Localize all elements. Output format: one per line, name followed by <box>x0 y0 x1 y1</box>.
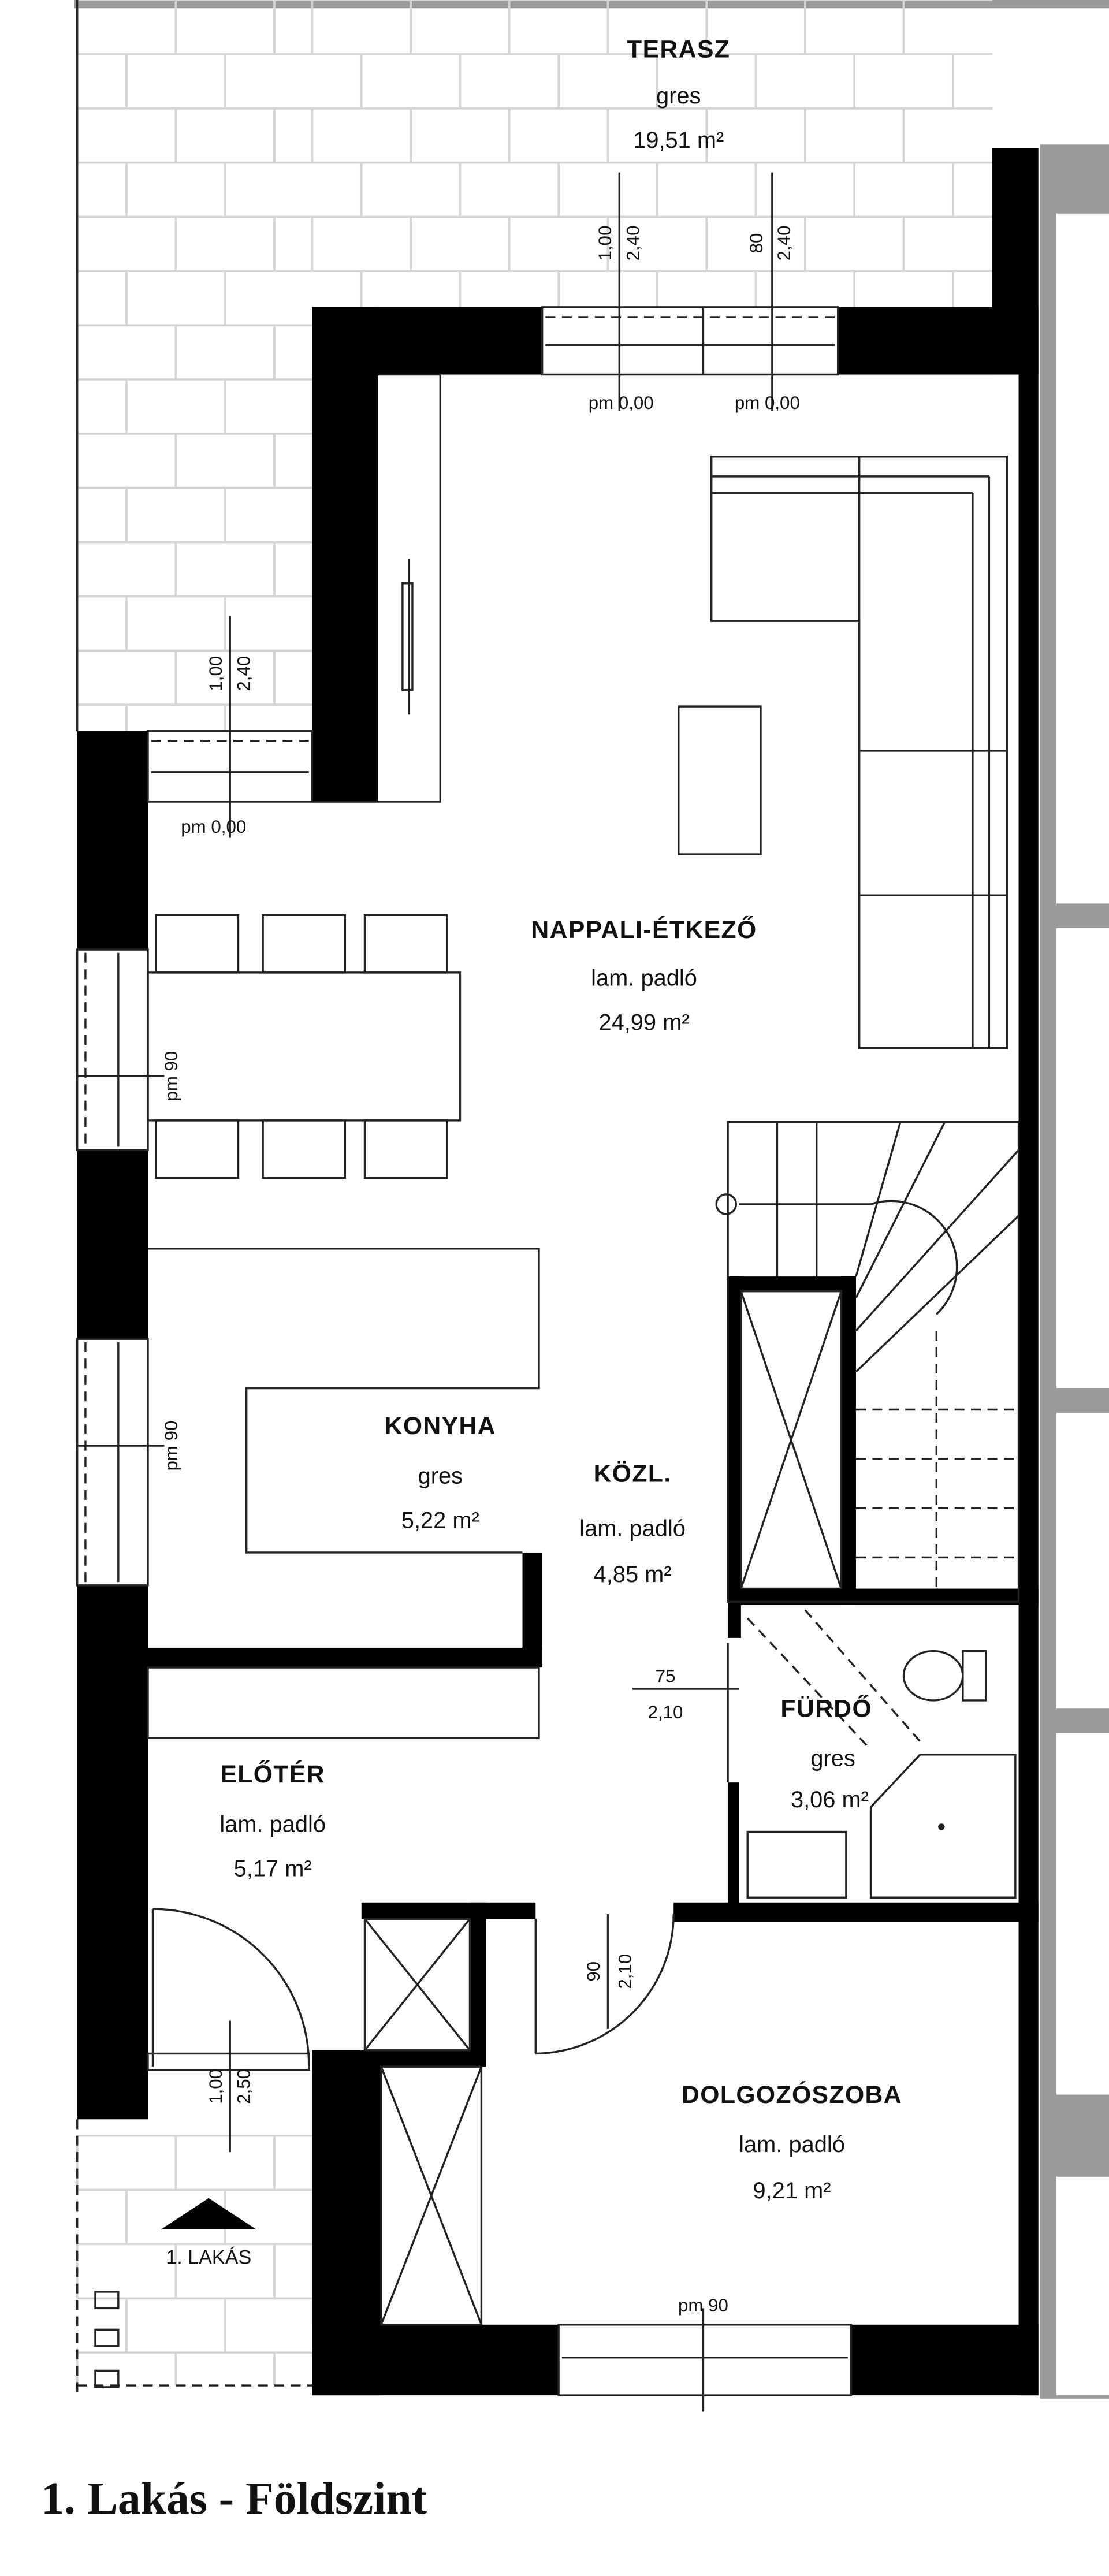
entrance-label: 1. LAKÁS <box>166 2247 251 2269</box>
room-floor: gres <box>810 1746 855 1771</box>
room-name: ELŐTÉR <box>220 1760 325 1788</box>
dim-sill: pm 90 <box>161 1421 181 1471</box>
dining-set <box>147 914 462 1179</box>
room-name: TERASZ <box>627 36 730 64</box>
neighbor-panels <box>1056 213 1109 2396</box>
room-entry: ELŐTÉR lam. padló 5,17 m² <box>219 1760 326 1881</box>
room-name: KONYHA <box>385 1412 496 1440</box>
bathroom-fixtures <box>746 1609 1017 1899</box>
dim-width: 75 <box>656 1666 676 1687</box>
dim-height: 2,50 <box>233 2069 254 2104</box>
room-area: 19,51 m² <box>633 128 724 153</box>
walls <box>77 147 1039 2396</box>
dim-sill: pm 90 <box>678 2295 728 2316</box>
room-floor: gres <box>656 83 701 109</box>
room-name: FÜRDŐ <box>780 1695 872 1722</box>
room-area: 5,17 m² <box>234 1856 312 1881</box>
room-kitchen: KONYHA gres 5,22 m² <box>385 1412 496 1533</box>
room-area: 24,99 m² <box>598 1010 689 1035</box>
dim-width: 1,00 <box>595 226 615 261</box>
doors <box>151 1643 729 2067</box>
windows <box>76 306 853 2396</box>
steps <box>94 2291 120 2388</box>
room-area: 9,21 m² <box>753 2178 831 2203</box>
room-floor: lam. padló <box>739 2132 845 2157</box>
room-area: 4,85 m² <box>594 1562 672 1587</box>
closets <box>363 1918 483 2326</box>
room-name: NAPPALI-ÉTKEZŐ <box>531 916 757 944</box>
room-living: NAPPALI-ÉTKEZŐ lam. padló 24,99 m² <box>531 916 757 1035</box>
dim-height: 2,40 <box>233 656 254 691</box>
dimension-lines <box>77 172 773 2412</box>
room-floor: lam. padló <box>219 1811 326 1837</box>
dim-sill: pm 0,00 <box>735 393 800 413</box>
room-area: 5,22 m² <box>401 1507 479 1533</box>
dim-sill: pm 0,00 <box>589 393 654 413</box>
dim-height: 2,10 <box>648 1702 683 1722</box>
entrance-arrow-icon <box>161 2198 256 2229</box>
room-hall: KÖZL. lam. padló 4,85 m² <box>579 1460 686 1588</box>
dim-width: 1,00 <box>206 2069 226 2104</box>
room-floor: lam. padló <box>591 966 697 991</box>
dim-height: 2,10 <box>615 1954 635 1989</box>
dim-height: 2,40 <box>623 226 643 261</box>
room-floor: lam. padló <box>579 1516 686 1542</box>
dim-width: 90 <box>583 1961 604 1982</box>
room-floor: gres <box>418 1463 463 1488</box>
room-name: KÖZL. <box>594 1460 672 1488</box>
entrance-tiles <box>76 2134 312 2386</box>
dim-width: 80 <box>746 233 766 254</box>
room-name: DOLGOZÓSZOBA <box>682 2080 902 2109</box>
sofa <box>710 456 1008 1049</box>
staircase <box>715 1121 1020 1603</box>
room-study: DOLGOZÓSZOBA lam. padló 9,21 m² <box>682 2080 902 2203</box>
dim-width: 1,00 <box>206 656 226 691</box>
dim-sill: pm 90 <box>161 1051 181 1101</box>
coffee-table <box>678 705 762 855</box>
top-edge <box>74 0 1109 9</box>
entry-cabinet <box>147 1666 540 1740</box>
kitchen-counter <box>148 1248 540 1554</box>
dim-height: 2,40 <box>774 226 794 261</box>
room-terrace: TERASZ gres 19,51 m² <box>627 36 730 153</box>
dim-sill: pm 0,00 <box>181 817 246 837</box>
plan-title: 1. Lakás - Földszint <box>41 2473 427 2524</box>
fireplace <box>312 373 442 803</box>
room-bath: FÜRDŐ gres 3,06 m² <box>780 1695 872 1812</box>
room-area: 3,06 m² <box>791 1787 869 1812</box>
